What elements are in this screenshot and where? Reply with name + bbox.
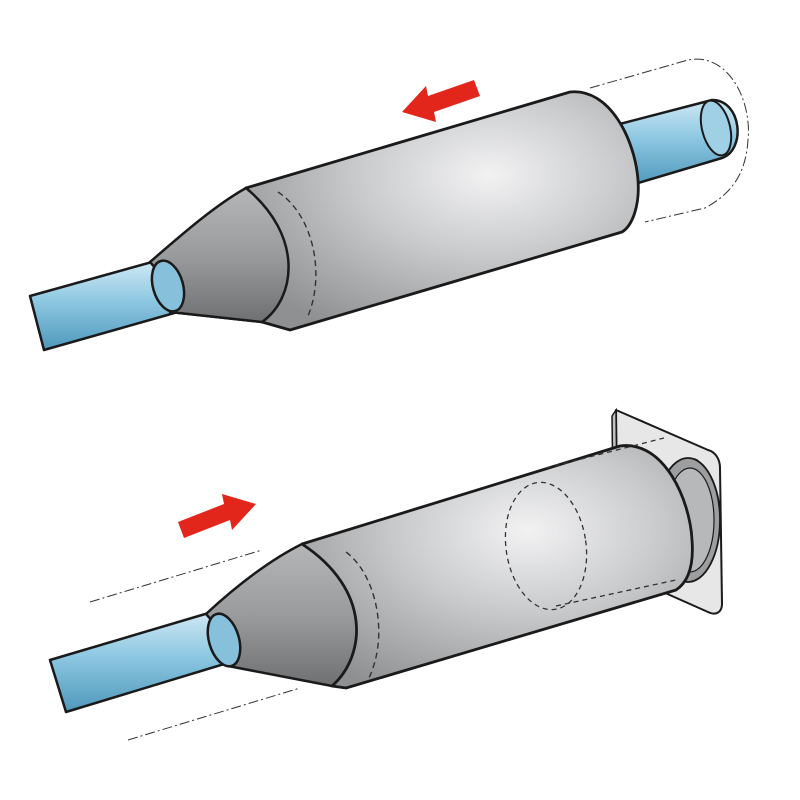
- bottom-guide-bottom: [127, 687, 301, 741]
- top-assembly: [28, 58, 749, 352]
- top-boot-seam: [277, 191, 317, 317]
- bottom-guide-top: [89, 549, 263, 603]
- top-cable-right: [610, 98, 739, 188]
- bottom-boot-seam: [345, 551, 380, 681]
- bottom-hidden-connector-outline: [504, 481, 588, 611]
- top-arrow-left: [402, 80, 480, 122]
- top-boot-body: [244, 90, 640, 332]
- bottom-arrow-right: [178, 494, 256, 538]
- bottom-boot-body: [300, 444, 694, 690]
- top-dashdot-outline: [589, 58, 749, 223]
- bottom-assembly: [48, 407, 723, 741]
